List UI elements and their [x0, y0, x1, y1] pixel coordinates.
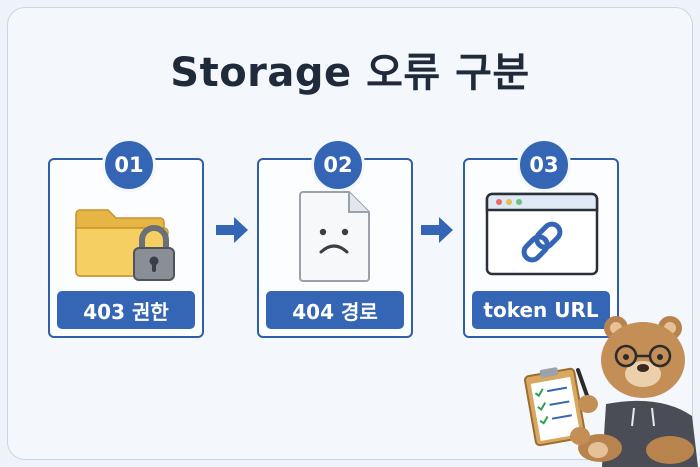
step-number-badge: 01	[102, 138, 156, 192]
step-card-404: 02 404 경로	[257, 138, 413, 338]
step-label: 404 경로	[266, 291, 404, 329]
folder-lock-icon	[75, 209, 175, 281]
bear-mascot-illustration	[524, 316, 698, 467]
browser-link-icon	[485, 192, 599, 276]
sad-document-icon	[299, 191, 370, 282]
arrow-right-icon	[216, 217, 248, 243]
step-label: token URL	[472, 291, 610, 329]
step-card-token-url: 03 token URL	[463, 138, 619, 338]
step-number-badge: 03	[517, 138, 571, 192]
step-label: 403 권한	[57, 291, 195, 329]
arrow-right-icon	[421, 217, 453, 243]
diagram-title: Storage 오류 구분	[170, 50, 530, 96]
step-card-403: 01 403 권한	[48, 138, 204, 338]
step-number-badge: 02	[311, 138, 365, 192]
